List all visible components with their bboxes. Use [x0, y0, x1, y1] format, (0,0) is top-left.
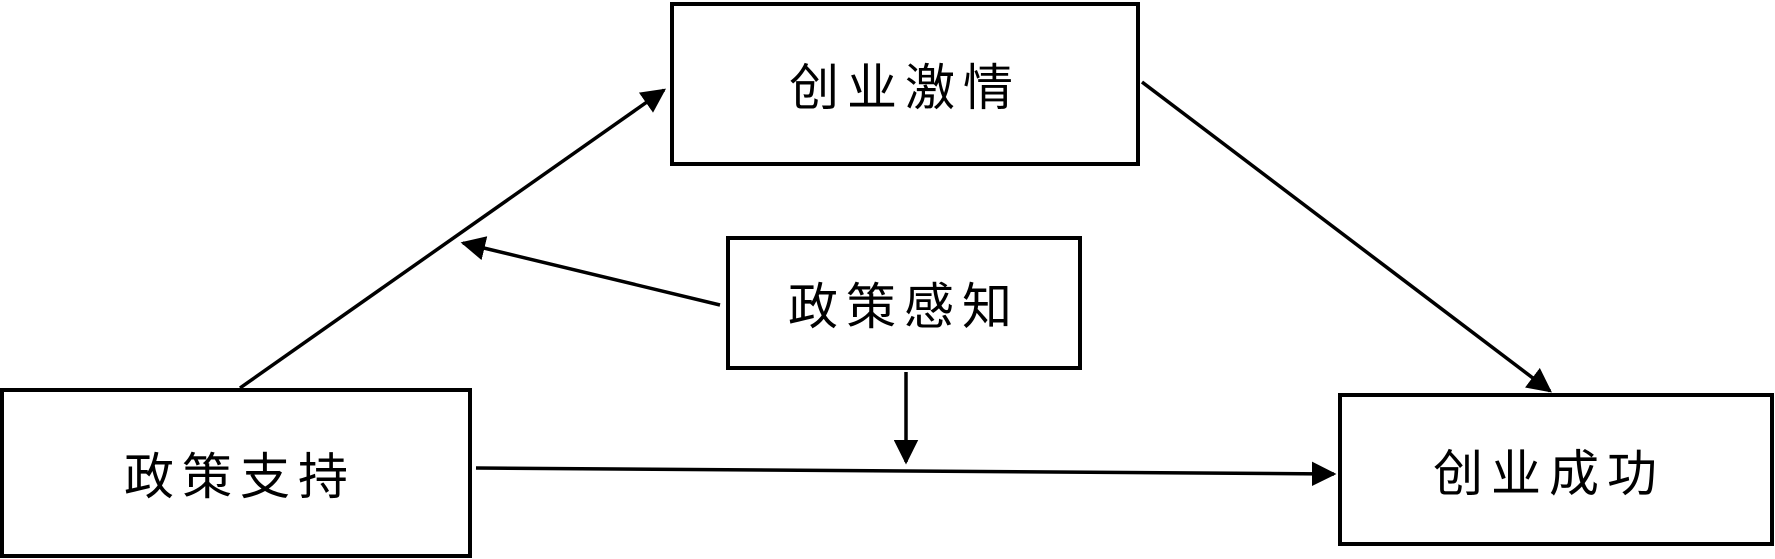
node-policy-perception: 政策感知 — [726, 236, 1082, 370]
arrow-passion-to-success — [1140, 80, 1552, 393]
arrow-perception-to-upper-path — [460, 236, 721, 307]
arrow-support-to-success — [475, 461, 1337, 487]
node-label-perception: 政策感知 — [788, 278, 1020, 336]
node-policy-support: 政策支持 — [0, 388, 472, 558]
node-label-support: 政策支持 — [124, 448, 356, 506]
node-entrepreneurial-success: 创业成功 — [1338, 393, 1774, 546]
node-label-passion: 创业激情 — [789, 59, 1021, 117]
arrow-support-to-passion — [238, 88, 667, 390]
node-label-success: 创业成功 — [1433, 444, 1665, 503]
node-entrepreneurial-passion: 创业激情 — [670, 2, 1140, 166]
